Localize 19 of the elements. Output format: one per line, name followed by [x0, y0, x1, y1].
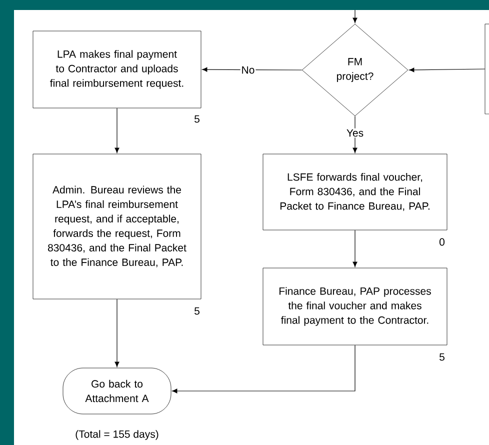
duration-label: 0	[440, 238, 444, 246]
arrow	[409, 68, 486, 72]
arrow	[352, 116, 358, 153]
terminal-box: Go back to Attachment A	[62, 368, 172, 414]
process-box: LSFE forwards final voucher, Form 830436, and the Final Packet to Finance Bureau, PAP.	[262, 154, 448, 230]
duration-label: 5	[194, 307, 200, 315]
duration-label: 5	[440, 353, 444, 361]
arrow	[352, 10, 358, 23]
process-box: Finance Bureau, PAP processes the final voucher and makes final payment to the Contractor.	[262, 268, 448, 346]
arrow	[114, 108, 120, 153]
total-note: (Total = 155 days)	[76, 430, 158, 440]
arrow	[202, 67, 302, 72]
process-box: Admin. Bureau reviews the LPA’s final reimbursement request, and if acceptable, forwards the request, Form 830436, and the Final Packet to the Finance Bureau, PAP.	[32, 154, 202, 300]
arrow	[352, 230, 358, 267]
arrow	[172, 344, 356, 394]
process-box: LPA makes final payment to Contractor and uploads final reimbursement request.	[32, 30, 202, 108]
arrow	[114, 298, 120, 367]
duration-label: 5	[194, 115, 200, 123]
process-box	[484, 24, 489, 114]
